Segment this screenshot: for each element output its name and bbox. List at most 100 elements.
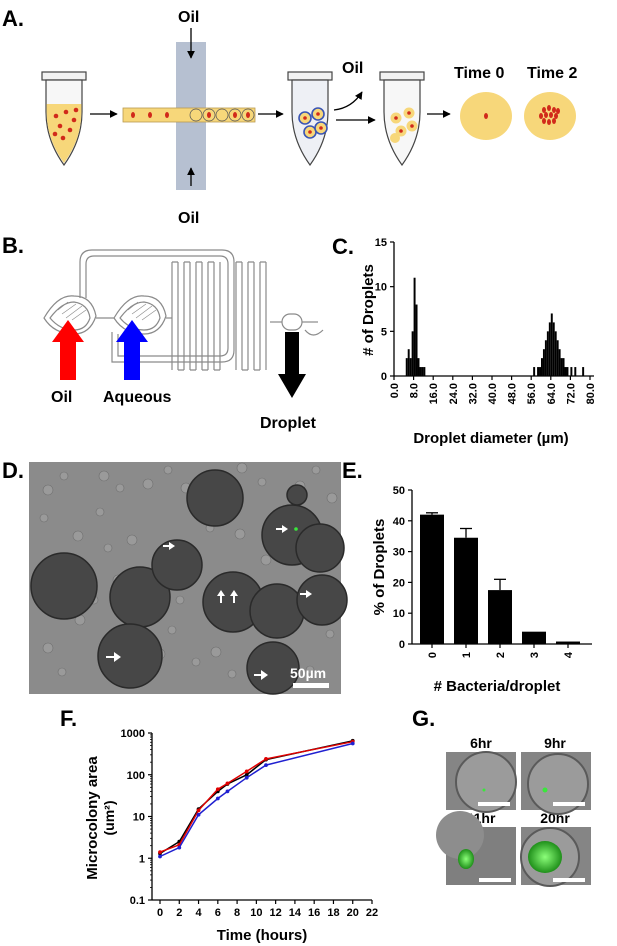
- g-image-11hr: [436, 811, 516, 885]
- f-series-line: [159, 740, 353, 855]
- tube-1: [41, 71, 87, 167]
- f-series-point: [244, 772, 249, 777]
- f-y-tick-label: 1000: [121, 728, 145, 740]
- g-label-6hr: 6hr: [470, 735, 492, 751]
- panel-label-e: E.: [342, 458, 363, 483]
- c-histogram-bar: [407, 349, 410, 376]
- g-label-9hr: 9hr: [544, 735, 566, 751]
- c-histogram-bar: [564, 367, 567, 376]
- f-series-point: [225, 781, 230, 786]
- aqueous-inlet-arrow: [116, 320, 148, 380]
- time-0-label: Time 0: [454, 65, 505, 82]
- oil-removal-label: Oil: [342, 60, 363, 77]
- oil-inlet-top-label: Oil: [178, 9, 199, 26]
- c-histogram-bar: [419, 367, 422, 376]
- c-histogram-bar: [556, 340, 559, 376]
- f-series-point: [244, 775, 249, 780]
- c-histogram-bar: [411, 331, 414, 376]
- e-y-tick-label: 10: [393, 608, 405, 620]
- c-histogram-bar: [415, 304, 418, 376]
- bacteria-cluster: [539, 105, 560, 125]
- c-histogram-bar: [405, 358, 408, 376]
- f-series-point: [225, 789, 230, 794]
- c-histogram-bar: [537, 367, 540, 376]
- c-histogram-bar: [423, 367, 426, 376]
- f-series-point: [158, 854, 162, 859]
- g-image-6hr: [446, 751, 517, 813]
- c-histogram-bar: [413, 277, 416, 376]
- c-histogram-bar: [566, 367, 569, 376]
- e-x-tick-label: 3: [529, 652, 541, 658]
- panel-label-b: B.: [2, 233, 24, 258]
- c-y-tick-label: 5: [381, 326, 387, 338]
- c-histogram-bar: [421, 367, 424, 376]
- c-histogram-bar: [546, 331, 549, 376]
- droplet-outlet-label: Droplet: [260, 415, 317, 432]
- c-histogram-bar: [550, 313, 553, 376]
- f-series-point: [158, 850, 162, 855]
- e-y-tick-label: 0: [399, 639, 405, 651]
- c-histogram-bar: [544, 340, 547, 376]
- f-series-point: [244, 769, 249, 774]
- f-series-line: [159, 740, 353, 853]
- c-histogram-bar: [541, 358, 543, 376]
- tube-3: [379, 71, 425, 167]
- e-x-tick-label: 0: [427, 652, 439, 658]
- f-series-point: [196, 808, 201, 813]
- f-series-point: [177, 845, 182, 850]
- bacteria-arrows: [106, 525, 312, 680]
- panel-label-d: D.: [2, 458, 24, 483]
- e-y-tick-label: 30: [393, 547, 405, 559]
- panel-g-time-lapse: G. 6hr 9hr 11hr 20hr: [412, 706, 591, 887]
- g-image-9hr: [521, 752, 591, 815]
- e-y-axis-title: % of Droplets: [371, 519, 388, 616]
- f-x-tick-label: 14: [289, 907, 302, 919]
- e-bar: [556, 641, 580, 644]
- c-y-tick-label: 15: [375, 237, 387, 249]
- f-series-point: [215, 796, 220, 801]
- panel-a: A.: [2, 6, 578, 227]
- f-series-point: [215, 787, 220, 792]
- oil-inlet-bottom-label: Oil: [178, 210, 199, 227]
- e-y-tick-label: 20: [393, 577, 405, 589]
- c-histogram-bar: [533, 367, 536, 376]
- c-y-axis-title: # of Droplets: [360, 264, 377, 356]
- f-series-point: [196, 812, 201, 817]
- c-histogram-bar: [558, 349, 561, 376]
- e-y-tick-label: 40: [393, 516, 405, 528]
- oil-inlet-label: Oil: [51, 389, 72, 406]
- c-histogram-bar: [574, 367, 577, 376]
- f-series-point: [350, 741, 355, 746]
- e-x-tick-label: 1: [461, 652, 473, 658]
- c-histogram-bar: [560, 358, 563, 376]
- c-histogram-bar: [542, 349, 545, 376]
- f-series-point: [264, 763, 268, 768]
- e-bar: [488, 590, 512, 644]
- f-x-tick-label: 18: [327, 907, 339, 919]
- c-histogram-bar: [552, 322, 555, 376]
- tube-2: [287, 71, 333, 167]
- oil-inlet-arrow: [52, 320, 84, 380]
- e-bar: [522, 631, 546, 644]
- f-y-tick-label: 100: [127, 770, 145, 782]
- f-x-tick-label: 16: [308, 907, 320, 919]
- c-histogram-bar: [582, 367, 585, 376]
- e-y-tick-label: 50: [393, 485, 405, 497]
- c-x-tick-label: 64.0: [546, 383, 558, 404]
- c-x-tick-label: 16.0: [428, 383, 440, 404]
- g-image-20hr: [520, 827, 591, 887]
- c-y-tick-label: 10: [375, 282, 387, 294]
- f-y-tick-label: 0.1: [130, 895, 145, 907]
- f-y-tick-label: 1: [139, 853, 145, 865]
- e-x-axis-title: # Bacteria/droplet: [434, 678, 561, 695]
- c-histogram-bar: [417, 358, 420, 376]
- f-x-tick-label: 20: [347, 907, 359, 919]
- aqueous-inlet-label: Aqueous: [103, 389, 172, 406]
- f-x-tick-label: 8: [234, 907, 240, 919]
- c-y-tick-label: 0: [381, 371, 387, 383]
- panel-label-a: A.: [2, 6, 24, 31]
- f-y-axis-unit: (um²): [101, 801, 117, 836]
